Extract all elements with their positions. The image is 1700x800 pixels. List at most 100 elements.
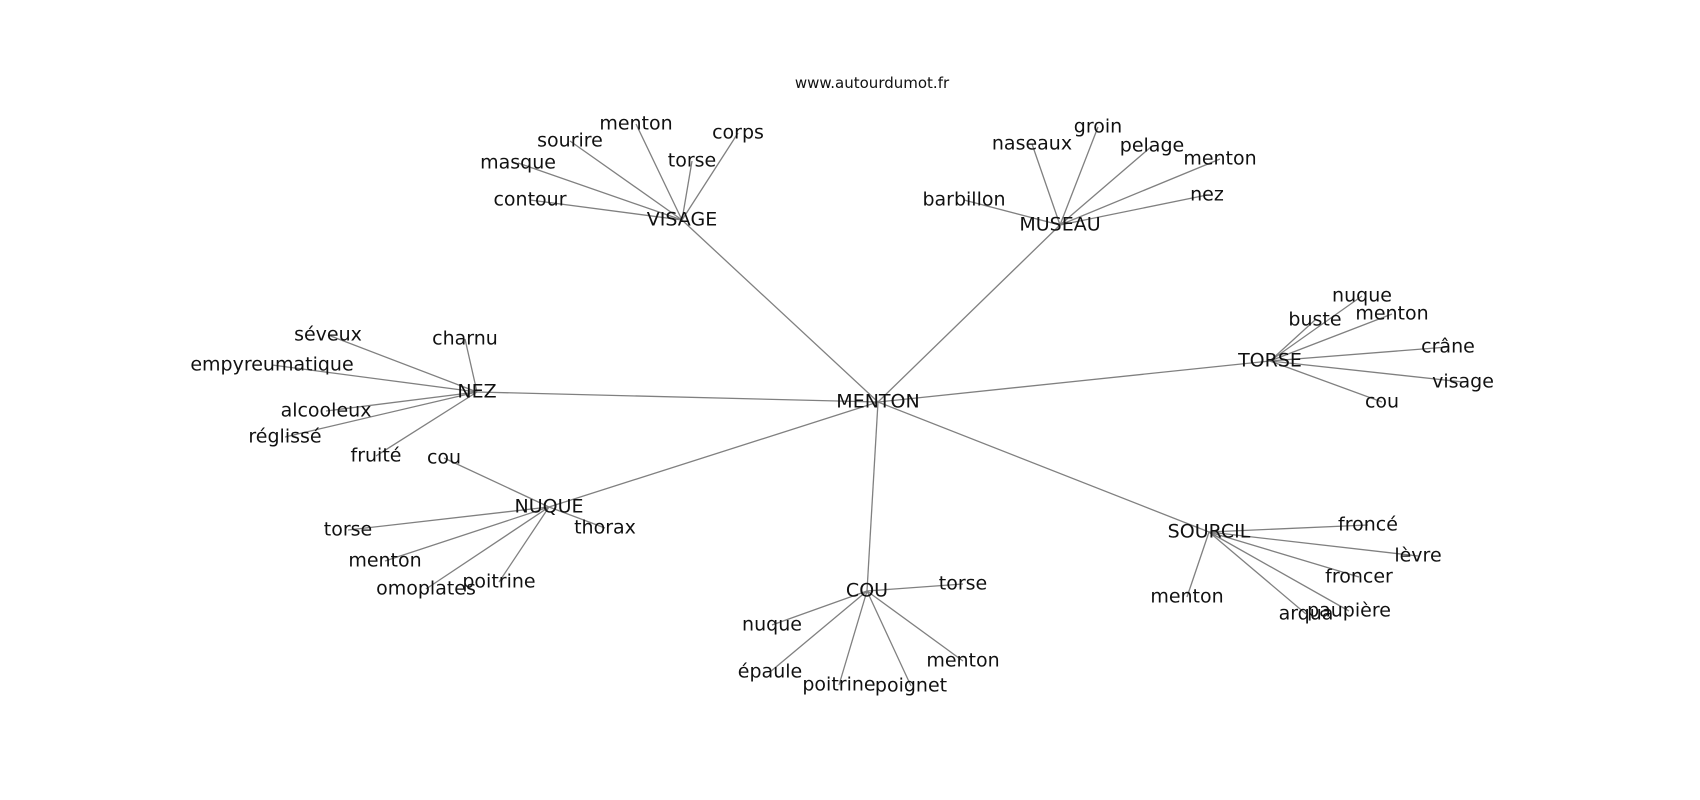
leaf-node-visage[interactable]: torse: [668, 150, 716, 172]
edge-cou-1: [771, 590, 868, 626]
leaf-node-visage[interactable]: corps: [712, 122, 764, 144]
graph-labels: contourmasquesourirementontorsecorpsVISA…: [190, 113, 1494, 697]
edge-sourcil-5: [1186, 531, 1210, 598]
edge-torse-3: [1269, 346, 1449, 362]
edge-cou-4: [866, 590, 912, 687]
edge-nuque-0: [443, 457, 550, 508]
edge-torse-4: [1269, 360, 1464, 383]
leaf-node-torse[interactable]: crâne: [1421, 336, 1475, 358]
edge-nez-4: [284, 391, 478, 438]
edge-museau-0: [963, 199, 1061, 226]
leaf-node-cou[interactable]: menton: [926, 650, 999, 672]
leaf-node-nuque[interactable]: omoplates: [376, 578, 476, 600]
leaf-node-torse[interactable]: visage: [1432, 371, 1494, 393]
edge-cou-2: [769, 590, 868, 673]
edge-center-nuque: [548, 401, 879, 508]
leaf-node-nez[interactable]: empyreumatique: [190, 354, 353, 376]
edge-museau-1: [1031, 143, 1061, 226]
hub-node-sourcil[interactable]: SOURCIL: [1168, 521, 1251, 543]
leaf-node-nez[interactable]: charnu: [432, 328, 498, 350]
leaf-node-museau[interactable]: barbillon: [922, 189, 1005, 211]
leaf-node-museau[interactable]: naseaux: [992, 133, 1072, 155]
edge-center-nez: [476, 391, 879, 403]
center-node[interactable]: MENTON: [836, 391, 919, 413]
leaf-node-torse[interactable]: cou: [1365, 391, 1399, 413]
leaf-node-cou[interactable]: poitrine: [802, 674, 875, 696]
leaf-node-nuque[interactable]: torse: [324, 519, 372, 541]
leaf-node-nez[interactable]: alcooleux: [281, 400, 372, 422]
edge-cou-0: [866, 583, 964, 592]
hub-node-torse[interactable]: TORSE: [1237, 350, 1302, 372]
leaf-node-sourcil[interactable]: menton: [1150, 586, 1223, 608]
leaf-node-cou[interactable]: nuque: [742, 614, 802, 636]
leaf-node-nuque[interactable]: cou: [427, 447, 461, 469]
leaf-node-torse[interactable]: menton: [1355, 303, 1428, 325]
edge-visage-5: [681, 132, 739, 221]
leaf-node-nuque[interactable]: thorax: [574, 517, 636, 539]
hub-node-cou[interactable]: COU: [846, 580, 888, 602]
leaf-node-nez[interactable]: séveux: [294, 324, 362, 346]
leaf-node-sourcil[interactable]: paupière: [1307, 600, 1391, 622]
leaf-node-visage[interactable]: contour: [493, 189, 566, 211]
leaf-node-museau[interactable]: pelage: [1120, 135, 1184, 157]
edge-nez-5: [375, 391, 478, 457]
leaf-node-museau[interactable]: menton: [1183, 148, 1256, 170]
edge-museau-5: [1059, 194, 1208, 226]
leaf-node-nez[interactable]: fruité: [351, 445, 402, 467]
edge-torse-1: [1269, 295, 1363, 362]
leaf-node-museau[interactable]: nez: [1190, 184, 1224, 206]
edge-nez-2: [271, 364, 478, 393]
edge-cou-5: [866, 590, 964, 662]
edge-visage-4: [681, 160, 693, 221]
leaf-node-cou[interactable]: poignet: [875, 675, 947, 697]
edge-nuque-2: [384, 506, 550, 562]
edge-museau-2: [1059, 126, 1099, 226]
leaf-node-sourcil[interactable]: lèvre: [1394, 545, 1441, 567]
leaf-node-cou[interactable]: torse: [939, 573, 987, 595]
leaf-node-torse[interactable]: buste: [1288, 309, 1341, 331]
edge-torse-2: [1269, 313, 1393, 362]
graph-edges: [271, 123, 1464, 687]
edge-sourcil-4: [1208, 531, 1307, 615]
leaf-node-sourcil[interactable]: froncé: [1338, 514, 1398, 536]
leaf-node-nuque[interactable]: menton: [348, 550, 421, 572]
edge-center-sourcil: [877, 401, 1210, 533]
edge-visage-0: [529, 199, 683, 221]
edge-nuque-3: [425, 506, 550, 590]
edge-museau-4: [1059, 158, 1221, 226]
edge-sourcil-2: [1208, 531, 1360, 578]
site-watermark[interactable]: www.autourdumot.fr: [795, 74, 950, 92]
edge-museau-3: [1059, 145, 1153, 226]
edge-sourcil-1: [1208, 531, 1419, 557]
leaf-node-sourcil[interactable]: arqua: [1279, 603, 1334, 625]
leaf-node-sourcil[interactable]: froncer: [1325, 566, 1393, 588]
leaf-node-torse[interactable]: nuque: [1332, 285, 1392, 307]
edge-sourcil-3: [1208, 531, 1350, 612]
edge-torse-5: [1269, 360, 1383, 403]
edge-cou-3: [838, 590, 868, 686]
edge-nuque-1: [347, 506, 550, 531]
hub-node-visage[interactable]: VISAGE: [647, 209, 717, 231]
edge-center-torse: [877, 360, 1271, 403]
edge-nez-3: [325, 391, 478, 412]
edge-sourcil-0: [1208, 524, 1369, 533]
edge-nez-0: [327, 334, 478, 393]
hub-node-museau[interactable]: MUSEAU: [1019, 214, 1100, 236]
leaf-node-visage[interactable]: menton: [599, 113, 672, 135]
edge-nuque-5: [548, 506, 606, 529]
hub-node-nuque[interactable]: NUQUE: [515, 496, 584, 518]
hub-node-nez[interactable]: NEZ: [457, 381, 496, 403]
edge-center-cou: [866, 401, 879, 592]
leaf-node-cou[interactable]: épaule: [738, 661, 802, 683]
edge-visage-1: [517, 162, 683, 221]
edge-torse-0: [1269, 319, 1316, 362]
edge-center-visage: [681, 219, 879, 403]
leaf-node-nez[interactable]: réglissé: [248, 426, 321, 448]
leaf-node-museau[interactable]: groin: [1074, 116, 1122, 138]
edge-nuque-4: [498, 506, 550, 583]
leaf-node-visage[interactable]: sourire: [537, 130, 603, 152]
leaf-node-visage[interactable]: masque: [480, 152, 556, 174]
leaf-node-nuque[interactable]: poitrine: [462, 571, 535, 593]
edge-visage-3: [635, 123, 683, 221]
